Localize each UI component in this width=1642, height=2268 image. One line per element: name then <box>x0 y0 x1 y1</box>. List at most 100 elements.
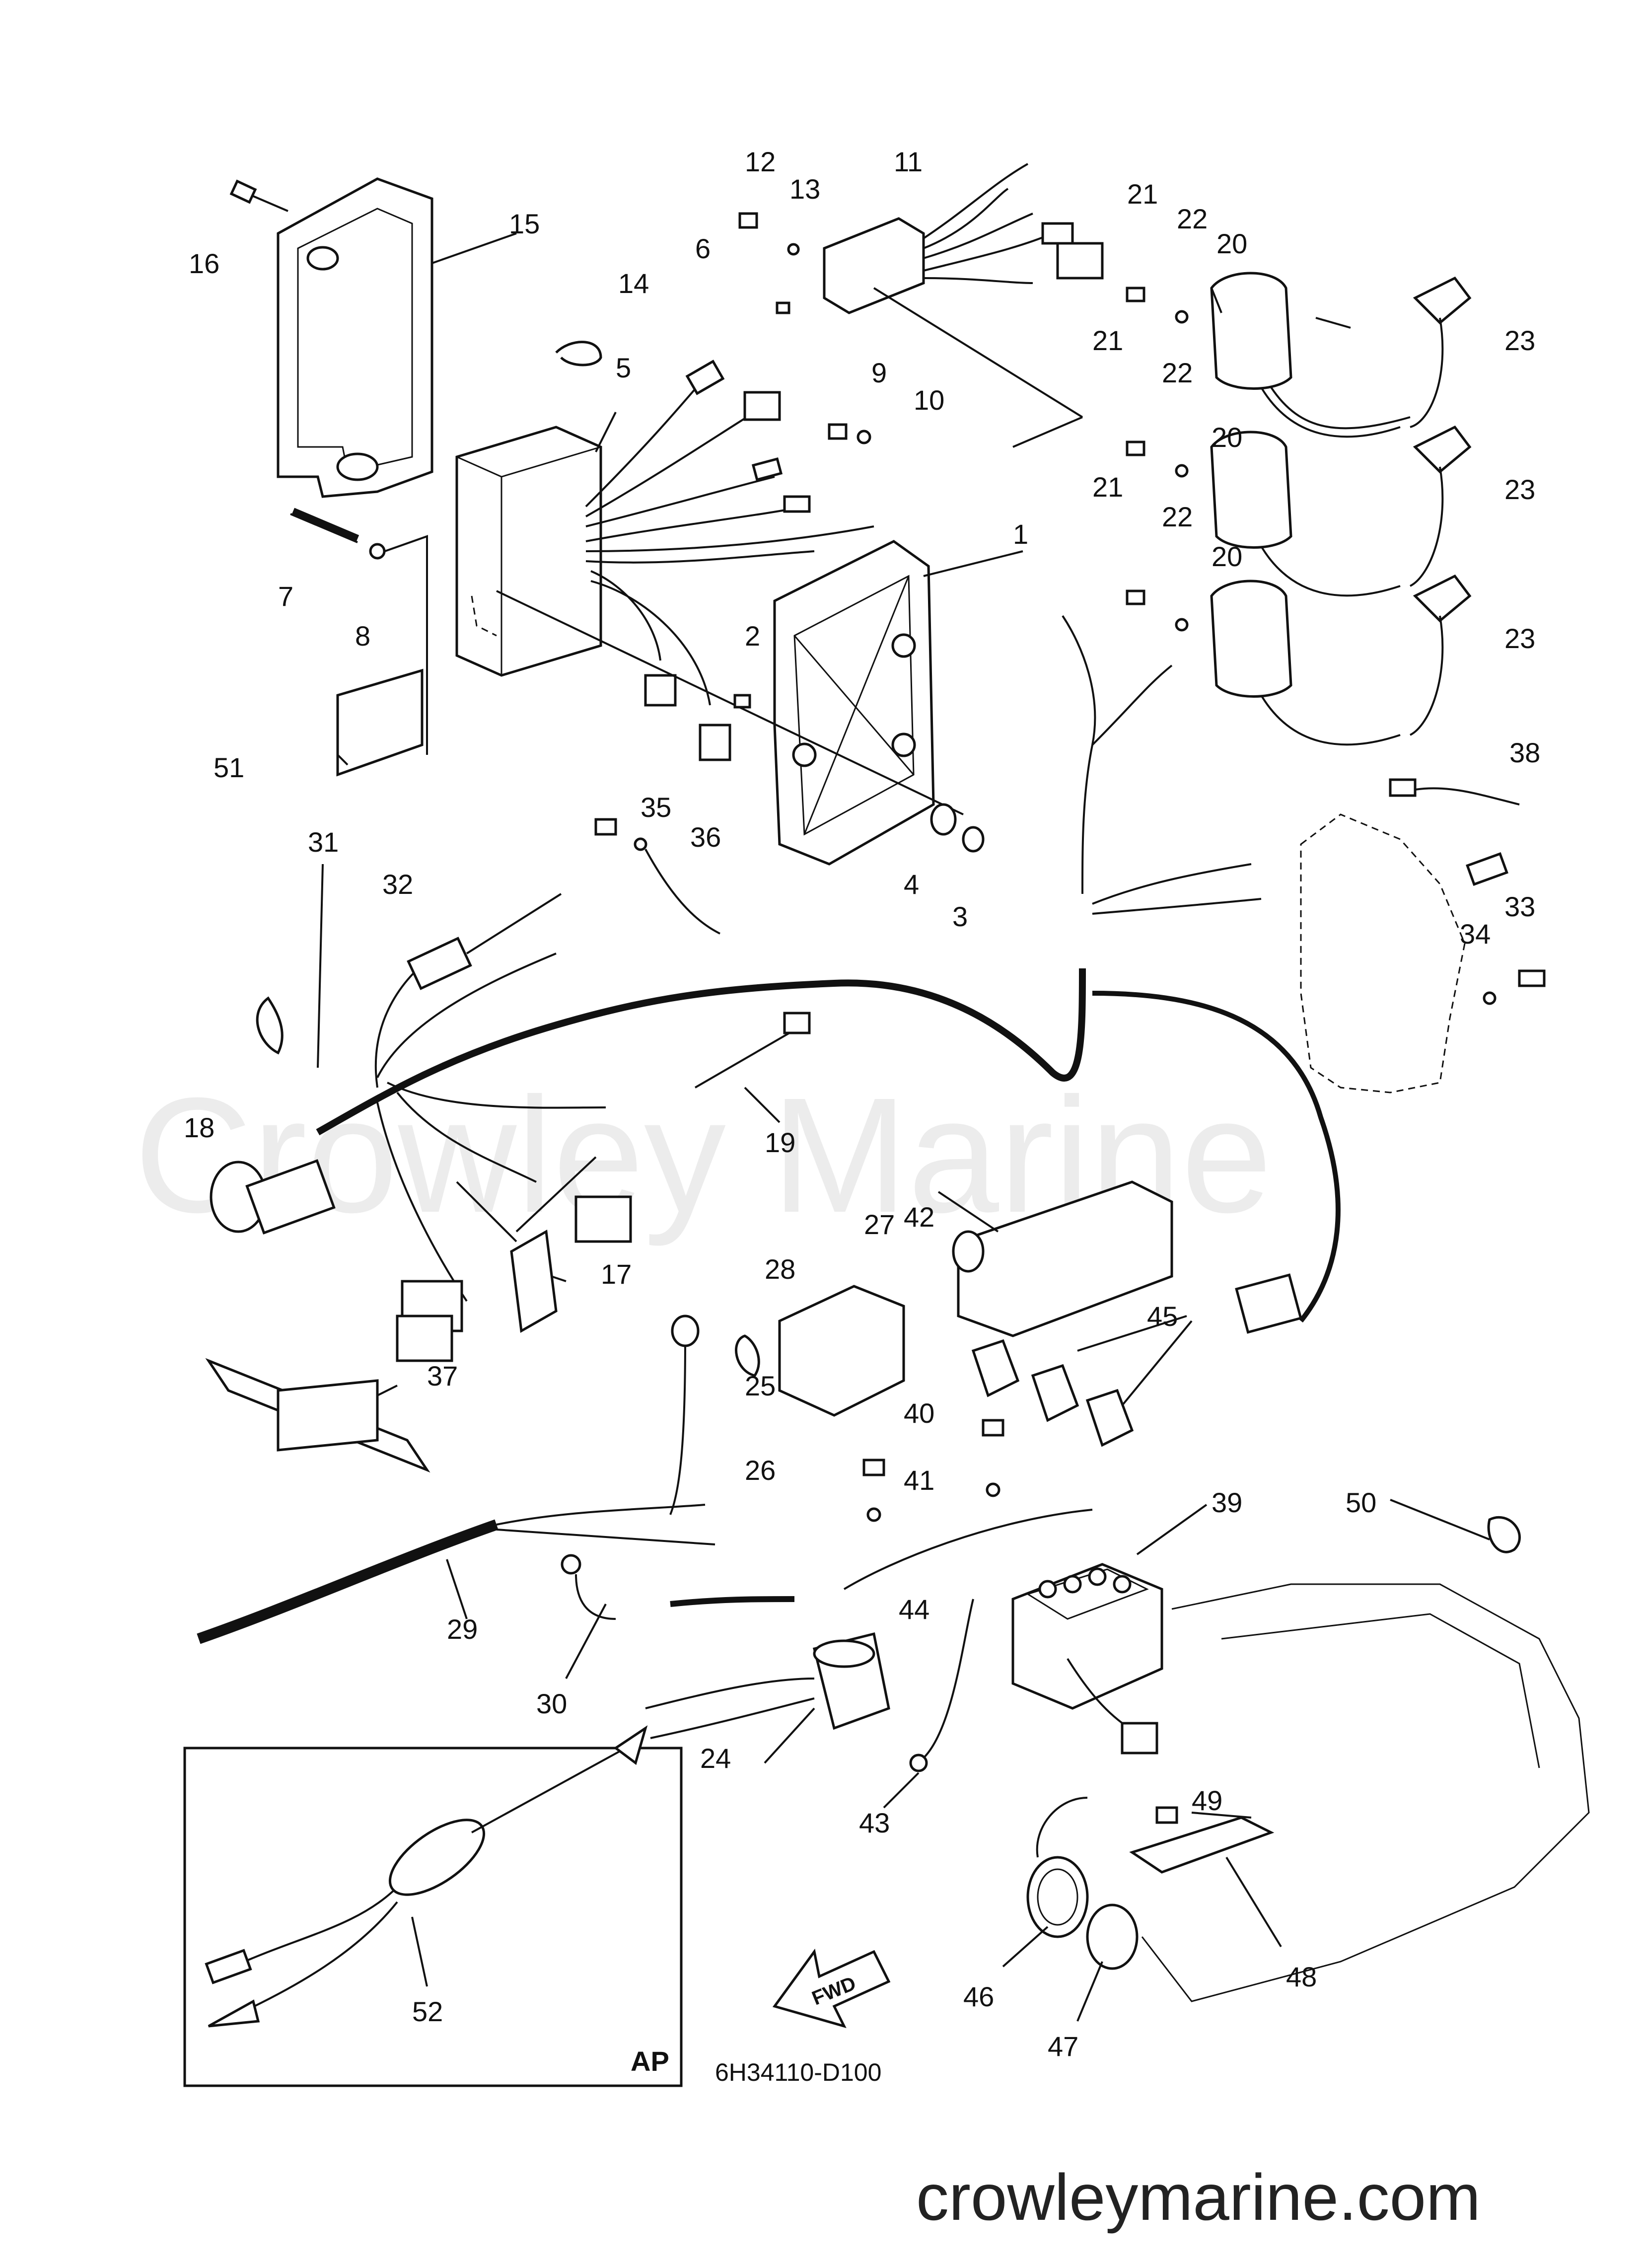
part-43-terminal <box>909 1754 928 1772</box>
callout-27: 27 <box>864 1209 895 1240</box>
callout-44: 44 <box>899 1594 929 1625</box>
callout-25: 25 <box>745 1370 776 1401</box>
callout-5: 5 <box>616 352 631 383</box>
part-36-washer <box>634 837 647 851</box>
part-7-bolt <box>290 508 359 543</box>
callout-41: 41 <box>904 1464 934 1496</box>
leader-lines <box>317 232 1490 2022</box>
callout-3: 3 <box>952 901 968 932</box>
part-47-ring <box>1086 1903 1139 1970</box>
diagram-code: 6H34110-D100 <box>715 2058 881 2086</box>
callout-40: 40 <box>904 1397 934 1429</box>
callout-17: 17 <box>601 1258 632 1290</box>
part-21-screw-b <box>1126 440 1145 456</box>
part-43-lead <box>923 1599 974 1759</box>
callout-10: 10 <box>914 384 944 416</box>
part-44-lead <box>843 1509 1093 1590</box>
assembly-line <box>496 590 964 815</box>
callout-29: 29 <box>447 1613 478 1645</box>
ignition-coil-3 <box>1210 574 1472 746</box>
callout-23-c: 23 <box>1504 623 1535 654</box>
part-48-bracket <box>1129 1816 1275 1874</box>
part-31-main-harness <box>316 615 1341 1362</box>
callout-35: 35 <box>641 792 671 823</box>
part-22-washer-a <box>1175 310 1189 324</box>
part-42-cover <box>952 1180 1173 1337</box>
part-15-cover <box>277 177 433 498</box>
cdi-wire-harness <box>585 360 874 761</box>
part-40-screw <box>982 1419 1004 1437</box>
callout-7: 7 <box>278 581 293 612</box>
callout-13: 13 <box>789 173 820 205</box>
callout-23-b: 23 <box>1504 474 1535 505</box>
inset-box <box>183 1747 683 2087</box>
callout-36: 36 <box>690 821 721 853</box>
callout-14: 14 <box>618 268 649 299</box>
part-16-bolt <box>229 179 288 212</box>
part-3-collar <box>962 826 985 853</box>
part-1-bracket <box>773 540 935 866</box>
callout-42: 42 <box>904 1201 934 1233</box>
leader-line-17 <box>456 1181 517 1243</box>
callout-15: 15 <box>509 208 540 239</box>
callout-1: 1 <box>1013 518 1028 550</box>
part-33-screw <box>1518 969 1546 987</box>
callout-32: 32 <box>382 869 413 900</box>
callout-16: 16 <box>189 248 219 279</box>
callout-51: 51 <box>214 752 244 783</box>
callout-50: 50 <box>1346 1487 1376 1518</box>
callout-4: 4 <box>904 869 919 900</box>
part-4-grommet <box>930 803 957 836</box>
ground-lead <box>644 849 720 935</box>
part-24-relay <box>645 1632 890 1739</box>
part-22-washer-c <box>1175 618 1189 632</box>
callout-33: 33 <box>1504 891 1535 922</box>
part-31-coupler <box>210 1159 336 1235</box>
callout-28: 28 <box>765 1253 795 1285</box>
callout-20-c: 20 <box>1212 541 1242 572</box>
callout-30: 30 <box>536 1688 567 1719</box>
part-49-screw <box>1155 1806 1178 1824</box>
part-32-fuse-holder <box>407 893 562 990</box>
callout-52: 52 <box>412 1996 443 2027</box>
part-21-screw-c <box>1126 589 1145 605</box>
part-8-washer <box>369 543 386 560</box>
ignition-coil-2 <box>1210 425 1472 597</box>
callout-20-a: 20 <box>1216 228 1247 259</box>
callout-46: 46 <box>963 1981 994 2012</box>
part-35-screw <box>594 818 617 836</box>
callout-22-c: 22 <box>1162 501 1193 532</box>
leader-line-8 <box>384 535 428 755</box>
part-10-washer <box>857 430 871 444</box>
callout-24: 24 <box>700 1743 731 1774</box>
ignition-coil-1 <box>1210 272 1472 438</box>
part-13-washer <box>787 243 800 256</box>
lower-cowling-inner <box>1221 1613 1540 1768</box>
part-25-screw <box>862 1459 885 1476</box>
callout-23-a: 23 <box>1504 325 1535 356</box>
callout-37: 37 <box>427 1360 458 1391</box>
part-27-cover <box>778 1285 905 1417</box>
part-11-rectifier <box>823 163 1104 314</box>
callout-39: 39 <box>1212 1487 1242 1518</box>
callout-21-b: 21 <box>1092 325 1123 356</box>
callout-45: 45 <box>1147 1301 1178 1332</box>
callout-22-a: 22 <box>1177 203 1208 234</box>
callout-18: 18 <box>184 1112 214 1143</box>
part-26-washer <box>866 1507 881 1522</box>
part-28-clamp <box>735 1334 760 1377</box>
part-30-cable <box>561 1554 795 1620</box>
inset-tag: AP <box>631 2046 669 2077</box>
callout-20-b: 20 <box>1212 422 1242 453</box>
part-37-holder <box>205 1358 430 1473</box>
part-22-washer-b <box>1175 464 1189 478</box>
part-29-cable <box>197 1315 715 1644</box>
callout-26: 26 <box>745 1455 776 1486</box>
callout-11: 11 <box>894 146 923 177</box>
callout-labels: 1 2 3 4 5 6 7 8 9 10 11 12 13 14 15 16 1… <box>184 146 1540 2062</box>
part-14-clip <box>555 341 602 366</box>
callout-22-b: 22 <box>1162 357 1193 388</box>
part-12-screw <box>738 212 758 229</box>
part-21-screw-a <box>1126 287 1145 302</box>
